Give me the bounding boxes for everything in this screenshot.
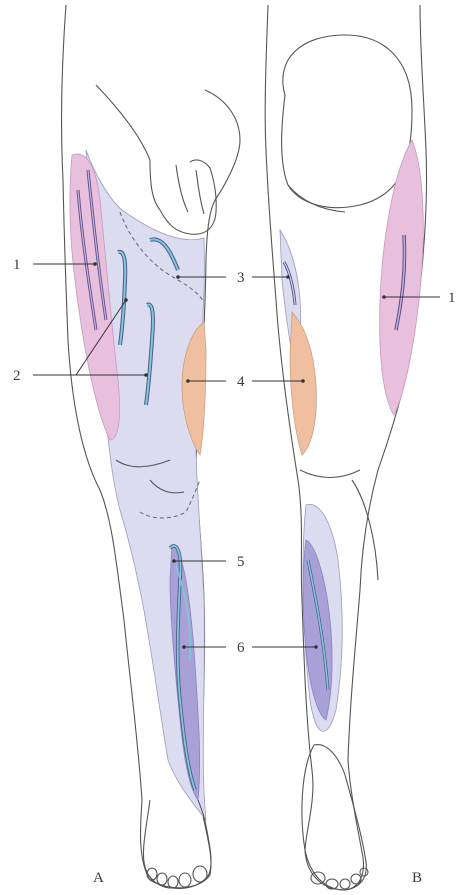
region-orange-posterior-knee bbox=[290, 312, 316, 455]
groin-outline bbox=[150, 160, 216, 234]
calf-line-b bbox=[352, 480, 378, 580]
leg-a-anterior bbox=[62, 5, 240, 889]
groin-line-2 bbox=[196, 170, 204, 214]
label-4: 4 bbox=[237, 374, 245, 390]
label-2-a: 2 bbox=[13, 368, 21, 384]
region-pink-posterolateral-thigh bbox=[380, 140, 424, 415]
knee-crease-b bbox=[300, 470, 360, 478]
gluteal-curve bbox=[96, 85, 150, 160]
buttock-outline bbox=[282, 35, 412, 208]
groin-line-1 bbox=[176, 165, 188, 212]
toes-b bbox=[311, 868, 368, 889]
leg-b-posterior bbox=[265, 5, 426, 890]
label-6: 6 bbox=[237, 640, 245, 656]
label-5: 5 bbox=[237, 554, 245, 570]
leg-b-outline bbox=[265, 5, 426, 890]
panel-a-caption: A bbox=[93, 870, 104, 886]
label-3: 3 bbox=[237, 270, 245, 286]
label-1-b: 1 bbox=[448, 290, 456, 306]
label-1-a: 1 bbox=[13, 257, 21, 273]
panel-b-caption: B bbox=[412, 870, 422, 886]
